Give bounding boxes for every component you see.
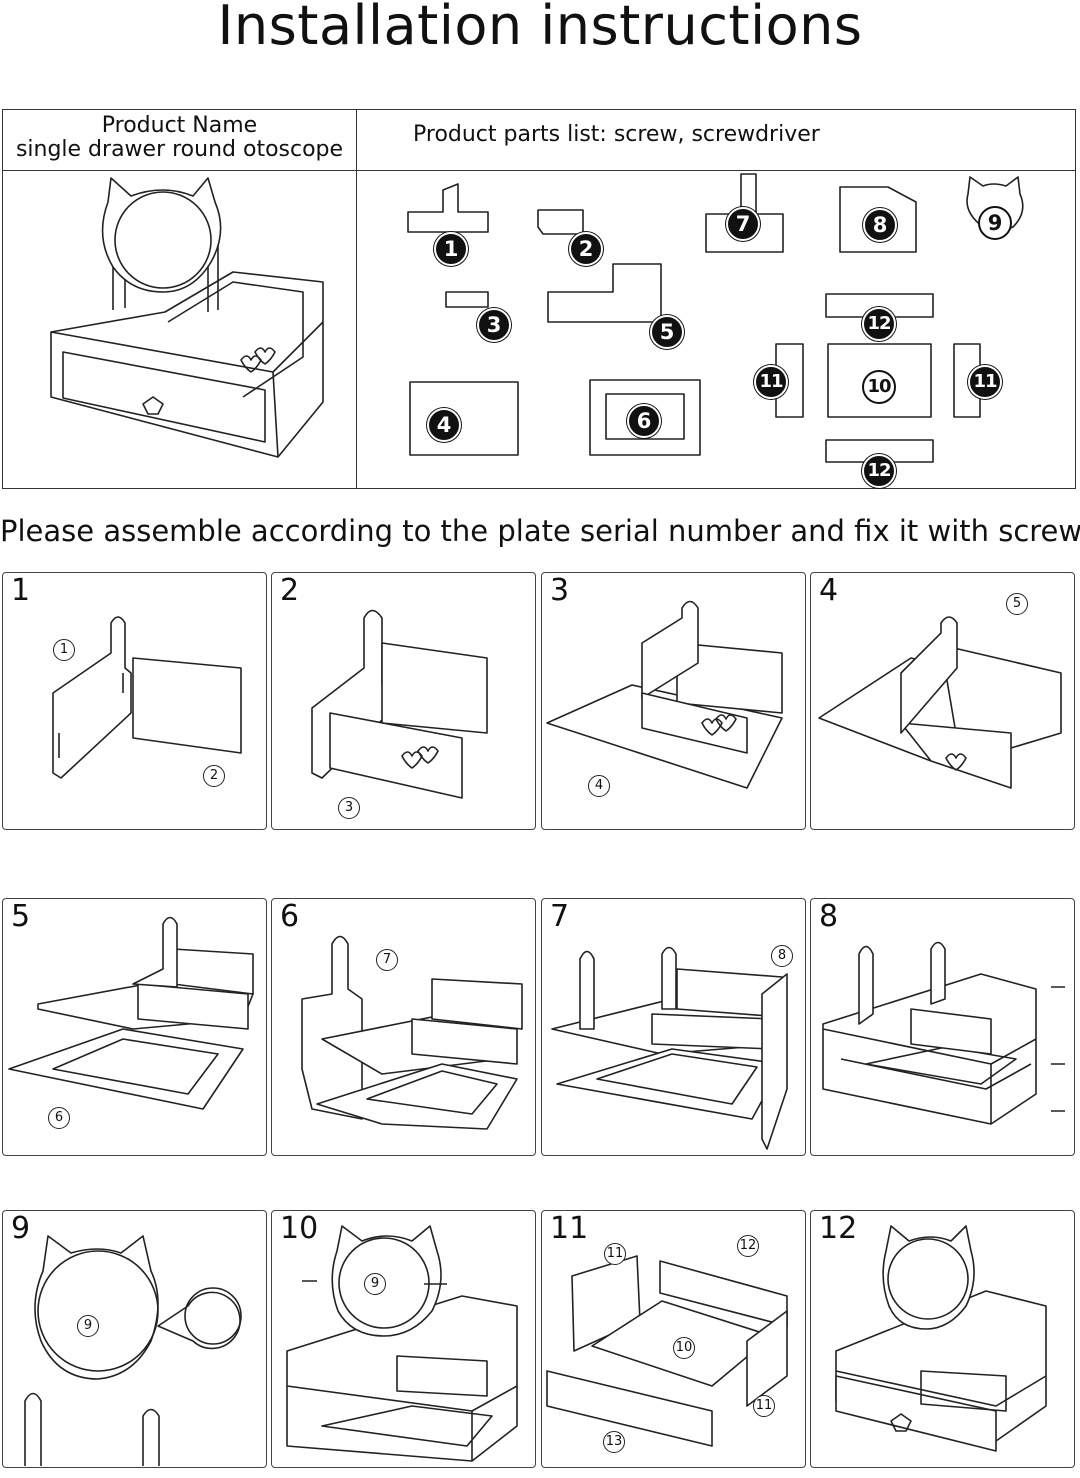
- step-number: 5: [11, 899, 31, 934]
- part-badge-1: 1: [434, 232, 468, 266]
- step-number: 10: [280, 1211, 319, 1246]
- part-badge-7: 7: [726, 207, 760, 241]
- step-10-panel: 10 9: [271, 1210, 536, 1468]
- part-badge-3: 3: [477, 308, 511, 342]
- part-badge-5: 5: [650, 315, 684, 349]
- page-title: Installation instructions: [217, 0, 863, 57]
- step-3-panel: 3 4: [541, 572, 806, 830]
- step-9-panel: 9 9: [2, 1210, 267, 1468]
- step-11-panel: 11 11 12 10 11 13: [541, 1210, 806, 1468]
- part-badge-11-right: 11: [968, 365, 1002, 399]
- step-callout: 8: [771, 945, 793, 967]
- table-divider: [356, 170, 1075, 171]
- step-3-drawing: [546, 600, 783, 789]
- step-4-drawing: [818, 616, 1062, 789]
- product-name-label: Product Name: [101, 113, 258, 138]
- finished-product-drawing: [50, 177, 324, 458]
- step-2-drawing: [311, 609, 488, 799]
- step-5-drawing: [8, 916, 254, 1110]
- step-1-drawing: [52, 616, 242, 779]
- assembly-instruction-text: Please assemble according to the plate s…: [0, 514, 1080, 548]
- step-9-drawing: [24, 1235, 242, 1466]
- step-number: 12: [819, 1211, 858, 1246]
- step-callout: 1: [53, 639, 75, 661]
- step-number: 8: [819, 899, 839, 934]
- step-11-drawing: [546, 1255, 788, 1447]
- parts-shapes-drawing: [407, 173, 1024, 463]
- step-callout: 5: [1006, 593, 1028, 615]
- table-divider: [3, 170, 356, 171]
- table-divider: [356, 110, 357, 488]
- step-number: 7: [550, 899, 570, 934]
- step-callout: 4: [588, 775, 610, 797]
- step-5-panel: 5 6: [2, 898, 267, 1156]
- part-badge-6: 6: [627, 404, 661, 438]
- step-number: 6: [280, 899, 300, 934]
- step-6-drawing: [301, 935, 523, 1130]
- step-12-panel: 12: [810, 1210, 1075, 1468]
- step-number: 9: [11, 1211, 31, 1246]
- step-number: 11: [550, 1211, 589, 1246]
- step-callout: 2: [203, 765, 225, 787]
- step-7-panel: 7 8: [541, 898, 806, 1156]
- part-badge-4: 4: [427, 408, 461, 442]
- step-callout: 6: [48, 1107, 70, 1129]
- step-number: 4: [819, 573, 839, 608]
- step-callout: 11: [753, 1395, 775, 1417]
- product-name-cell: Product Name single drawer round otoscop…: [3, 114, 356, 162]
- step-2-panel: 2 3: [271, 572, 536, 830]
- step-callout: 3: [338, 797, 360, 819]
- step-callout: 12: [737, 1235, 759, 1257]
- part-badge-8: 8: [863, 208, 897, 242]
- step-8-panel: 8: [810, 898, 1075, 1156]
- part-badge-2: 2: [569, 232, 603, 266]
- step-number: 1: [11, 573, 31, 608]
- part-badge-12-bottom: 12: [862, 454, 896, 488]
- step-callout: 11: [604, 1243, 626, 1265]
- step-callout: 10: [673, 1337, 695, 1359]
- part-badge-9: 9: [978, 206, 1012, 240]
- step-6-panel: 6 7: [271, 898, 536, 1156]
- parts-list-text: Product parts list: screw, screwdriver: [413, 122, 820, 147]
- part-badge-11-left: 11: [754, 365, 788, 399]
- part-badge-12-top: 12: [862, 307, 896, 341]
- step-4-panel: 4 5: [810, 572, 1075, 830]
- step-1-panel: 1 1 2: [2, 572, 267, 830]
- part-badge-10: 10: [862, 370, 896, 404]
- step-12-drawing: [835, 1225, 1047, 1452]
- product-info-table: Product Name single drawer round otoscop…: [2, 109, 1076, 489]
- step-7-drawing: [551, 946, 788, 1150]
- step-callout: 9: [77, 1315, 99, 1337]
- step-callout: 7: [376, 949, 398, 971]
- step-8-drawing: [822, 941, 1065, 1125]
- step-number: 3: [550, 573, 570, 608]
- product-name-value: single drawer round otoscope: [15, 137, 344, 162]
- step-10-drawing: [286, 1225, 518, 1462]
- step-callout: 9: [364, 1273, 386, 1295]
- step-number: 2: [280, 573, 300, 608]
- step-callout: 13: [603, 1431, 625, 1453]
